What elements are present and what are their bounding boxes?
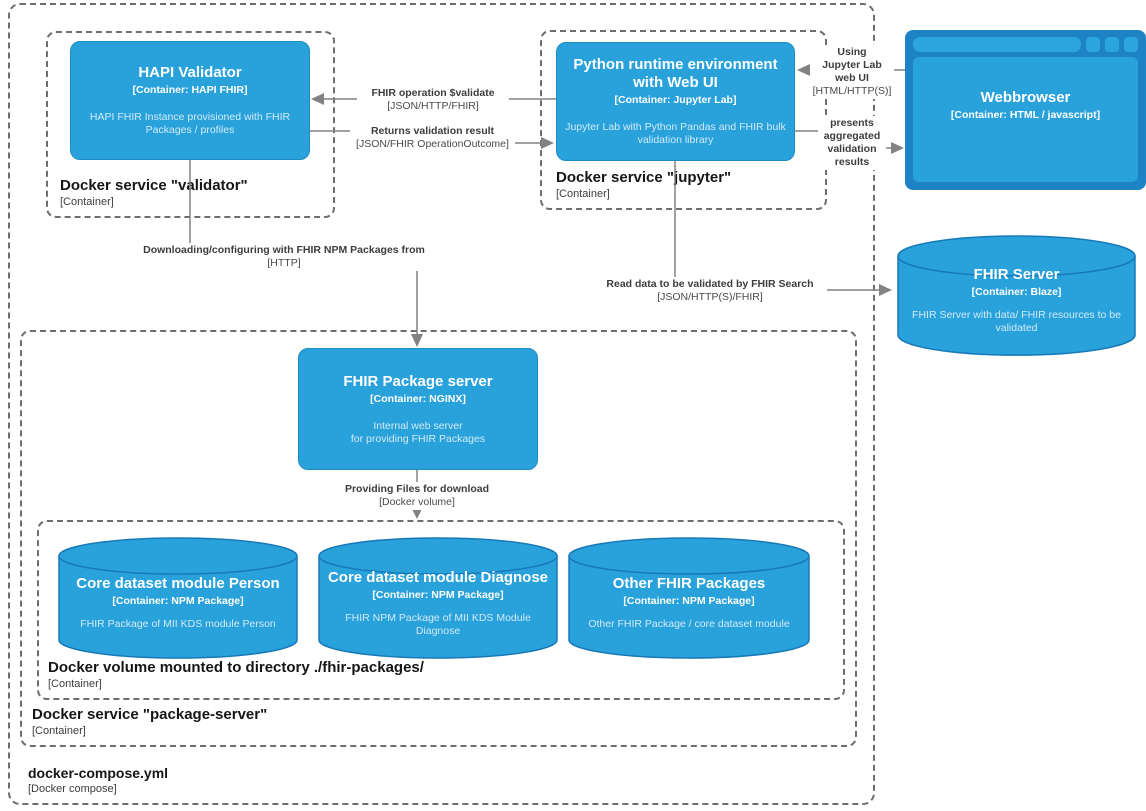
database-cylinder-icon [58, 537, 298, 659]
node-fhir-server: FHIR Server [Container: Blaze] FHIR Serv… [897, 235, 1136, 356]
group-subtitle: [Container] [556, 188, 610, 200]
node-subtitle: [Container: NPM Package] [372, 588, 504, 601]
edge-text: Returns validation result [370, 125, 495, 137]
node-description: FHIR Server with data/ FHIR resources to… [912, 309, 1121, 334]
node-fhir-package-server: FHIR Package server [Container: NGINX] I… [298, 348, 538, 470]
node-title: Core dataset module Person [76, 575, 280, 592]
browser-address-bar [913, 36, 1081, 52]
group-docker-compose: docker-compose.yml [Docker compose] [8, 3, 875, 805]
edge-text: Providing Files for download [344, 483, 490, 495]
browser-button-icon [1124, 36, 1138, 52]
browser-viewport: Webbrowser [Container: HTML / javascript… [913, 57, 1138, 182]
edge-tech: [HTTP] [267, 257, 301, 269]
group-title: docker-compose.yml [28, 765, 169, 781]
node-title: Core dataset module Diagnose [327, 568, 549, 586]
edge-tech: [JSON/FHIR OperationOutcome] [356, 138, 509, 150]
group-subtitle: [Container] [48, 678, 102, 690]
group-validator-label: Docker service "validator" [Container] [60, 177, 248, 208]
group-service-package-server: Docker service "package-server" [Contain… [20, 330, 857, 747]
node-description: FHIR Package of MII KDS module Person [80, 618, 276, 630]
node-description: Jupyter Lab with Python Pandas and FHIR … [565, 121, 786, 146]
group-title: Docker volume mounted to directory ./fhi… [48, 659, 424, 676]
node-description: Other FHIR Package / core dataset module [588, 618, 790, 630]
node-subtitle: [Container: NGINX] [370, 392, 466, 405]
node-title: HAPI Validator [138, 64, 242, 81]
edge-tech: [JSON/HTTP(S)/FHIR] [657, 291, 763, 303]
edge-tech: [Docker volume] [379, 496, 455, 508]
node-description: Internal web server for providing FHIR P… [350, 419, 486, 445]
edge-text: Read data to be validated by FHIR Search [606, 278, 814, 290]
browser-chrome-bar [913, 36, 1138, 52]
edge-label-read-data: Read data to be validated by FHIR Search… [593, 277, 827, 305]
edge-text: Downloading/configuring with FHIR NPM Pa… [143, 244, 425, 256]
node-title: Webbrowser [980, 89, 1071, 106]
group-volume-label: Docker volume mounted to directory ./fhi… [48, 659, 424, 690]
edge-label-download: Downloading/configuring with FHIR NPM Pa… [134, 243, 434, 271]
edge-label-presents: presents aggregated validation results [818, 116, 886, 170]
edge-label-using-ui: Using Jupyter Lab web UI [HTML/HTTP(S)] [810, 45, 894, 99]
node-title: FHIR Package server [343, 372, 493, 390]
edge-text: Using Jupyter Lab web UI [822, 46, 882, 84]
node-title: FHIR Server [973, 266, 1060, 283]
node-module-diagnose: Core dataset module Diagnose [Container:… [318, 537, 558, 659]
edge-label-providing: Providing Files for download [Docker vol… [330, 482, 504, 510]
group-subtitle: [Container] [32, 725, 86, 737]
database-cylinder-icon [897, 235, 1136, 356]
node-subtitle: [Container: Jupyter Lab] [614, 94, 737, 106]
browser-button-icon [1086, 36, 1100, 52]
group-subtitle: [Container] [60, 196, 114, 208]
node-subtitle: [Container: HAPI FHIR] [132, 84, 248, 96]
node-module-person: Core dataset module Person [Container: N… [58, 537, 298, 659]
group-subtitle: [Docker compose] [28, 783, 117, 795]
edge-text: FHIR operation $validate [371, 87, 495, 99]
browser-button-icon [1105, 36, 1119, 52]
node-subtitle: [Container: HTML / javascript] [950, 109, 1101, 121]
edge-label-validate: FHIR operation $validate [JSON/HTTP/FHIR… [357, 86, 509, 114]
group-docker-volume: Docker volume mounted to directory ./fhi… [37, 520, 845, 700]
edge-label-returns: Returns validation result [JSON/FHIR Ope… [350, 124, 515, 152]
node-subtitle: [Container: NPM Package] [623, 595, 755, 607]
group-title: Docker service "package-server" [32, 706, 268, 723]
database-cylinder-icon [568, 537, 810, 659]
node-title: Python runtime environment with Web UI [573, 56, 778, 91]
node-other-fhir-packages: Other FHIR Packages [Container: NPM Pack… [568, 537, 810, 659]
group-title: Docker service "jupyter" [556, 169, 732, 186]
group-package-server-label: Docker service "package-server" [Contain… [32, 706, 267, 737]
node-webbrowser: Webbrowser [Container: HTML / javascript… [905, 30, 1146, 190]
edge-text: presents aggregated validation results [823, 117, 881, 168]
node-python-runtime: Python runtime environment with Web UI [… [556, 42, 795, 161]
group-title: Docker service "validator" [60, 177, 248, 194]
node-hapi-validator: HAPI Validator [Container: HAPI FHIR] HA… [70, 41, 310, 160]
node-subtitle: [Container: Blaze] [971, 286, 1062, 298]
group-jupyter-label: Docker service "jupyter" [Container] [556, 169, 731, 200]
database-cylinder-icon [318, 537, 558, 659]
group-docker-compose-label: docker-compose.yml [Docker compose] [28, 765, 168, 795]
edge-tech: [HTML/HTTP(S)] [812, 85, 892, 97]
node-title: Other FHIR Packages [612, 575, 766, 592]
node-description: FHIR NPM Package of MII KDS Module Diagn… [345, 611, 531, 637]
node-description: HAPI FHIR Instance provisioned with FHIR… [89, 111, 291, 136]
edge-tech: [JSON/HTTP/FHIR] [387, 100, 479, 112]
node-subtitle: [Container: NPM Package] [112, 595, 244, 607]
